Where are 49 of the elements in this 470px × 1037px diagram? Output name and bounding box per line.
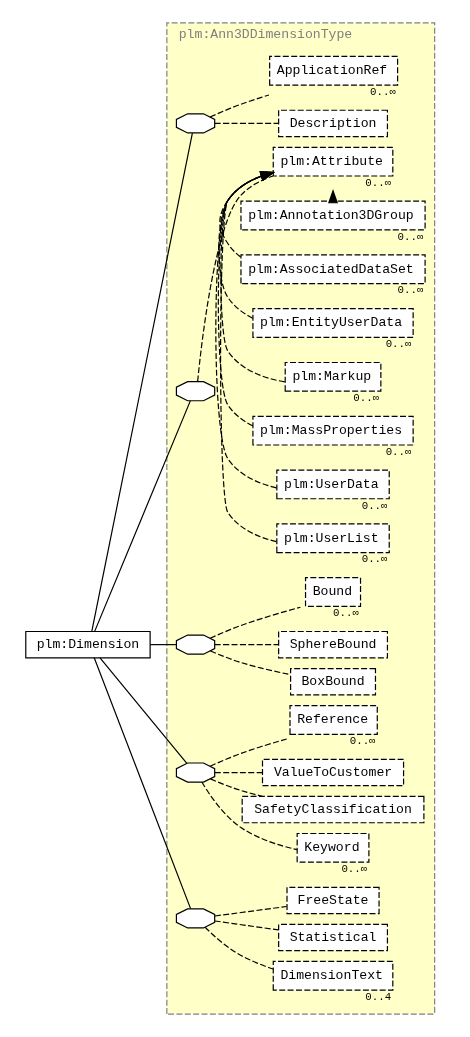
connector bbox=[94, 400, 191, 632]
connector bbox=[149, 644, 177, 646]
arrow bbox=[217, 171, 275, 427]
connector bbox=[197, 175, 274, 382]
connector bbox=[209, 94, 270, 118]
node-octagon bbox=[175, 908, 216, 929]
node-label: 0..∞ bbox=[397, 284, 424, 297]
connector bbox=[214, 771, 263, 774]
node-label: 0..∞ bbox=[349, 735, 376, 748]
node-label: 0..∞ bbox=[333, 607, 359, 620]
connector bbox=[214, 122, 279, 124]
node-octagon bbox=[175, 762, 216, 783]
node-box: plm:Dimension bbox=[25, 630, 151, 659]
connector bbox=[209, 778, 264, 797]
node-box: Description bbox=[278, 109, 389, 138]
node-label: 0..∞ bbox=[385, 338, 412, 351]
node-octagon bbox=[175, 381, 216, 402]
node-label: 0..∞ bbox=[361, 553, 388, 566]
node-label: 0..∞ bbox=[365, 176, 392, 189]
arrow bbox=[215, 171, 278, 489]
node-box: FreeState bbox=[286, 886, 380, 915]
arrow bbox=[220, 171, 278, 543]
connector bbox=[201, 781, 298, 851]
node-box: BoxBound bbox=[290, 667, 377, 696]
connector bbox=[93, 657, 192, 909]
node-label: 0..∞ bbox=[353, 391, 380, 404]
node-box: ValueToCustomer bbox=[261, 758, 405, 787]
node-label: 0..∞ bbox=[361, 499, 388, 512]
connector bbox=[204, 926, 274, 970]
node-box: SphereBound bbox=[278, 630, 389, 659]
node-box: Statistical bbox=[278, 923, 389, 952]
node-label: 0..∞ bbox=[385, 445, 412, 458]
arrow bbox=[218, 171, 275, 319]
node-octagon bbox=[175, 113, 216, 134]
node-label: 0..∞ bbox=[370, 85, 396, 98]
node-label: 0..∞ bbox=[397, 230, 424, 243]
connector bbox=[91, 132, 193, 632]
connector bbox=[214, 905, 288, 917]
connector bbox=[99, 657, 188, 764]
node-label: 0..∞ bbox=[341, 863, 368, 876]
connector bbox=[214, 920, 279, 931]
node-octagon bbox=[175, 634, 216, 655]
node-box: SafetyClassification bbox=[241, 795, 425, 824]
node-label: 0..4 bbox=[365, 990, 392, 1003]
connector bbox=[209, 606, 301, 639]
connector bbox=[209, 737, 290, 767]
arrow bbox=[220, 171, 286, 383]
connector bbox=[214, 644, 279, 646]
connector bbox=[209, 650, 291, 676]
